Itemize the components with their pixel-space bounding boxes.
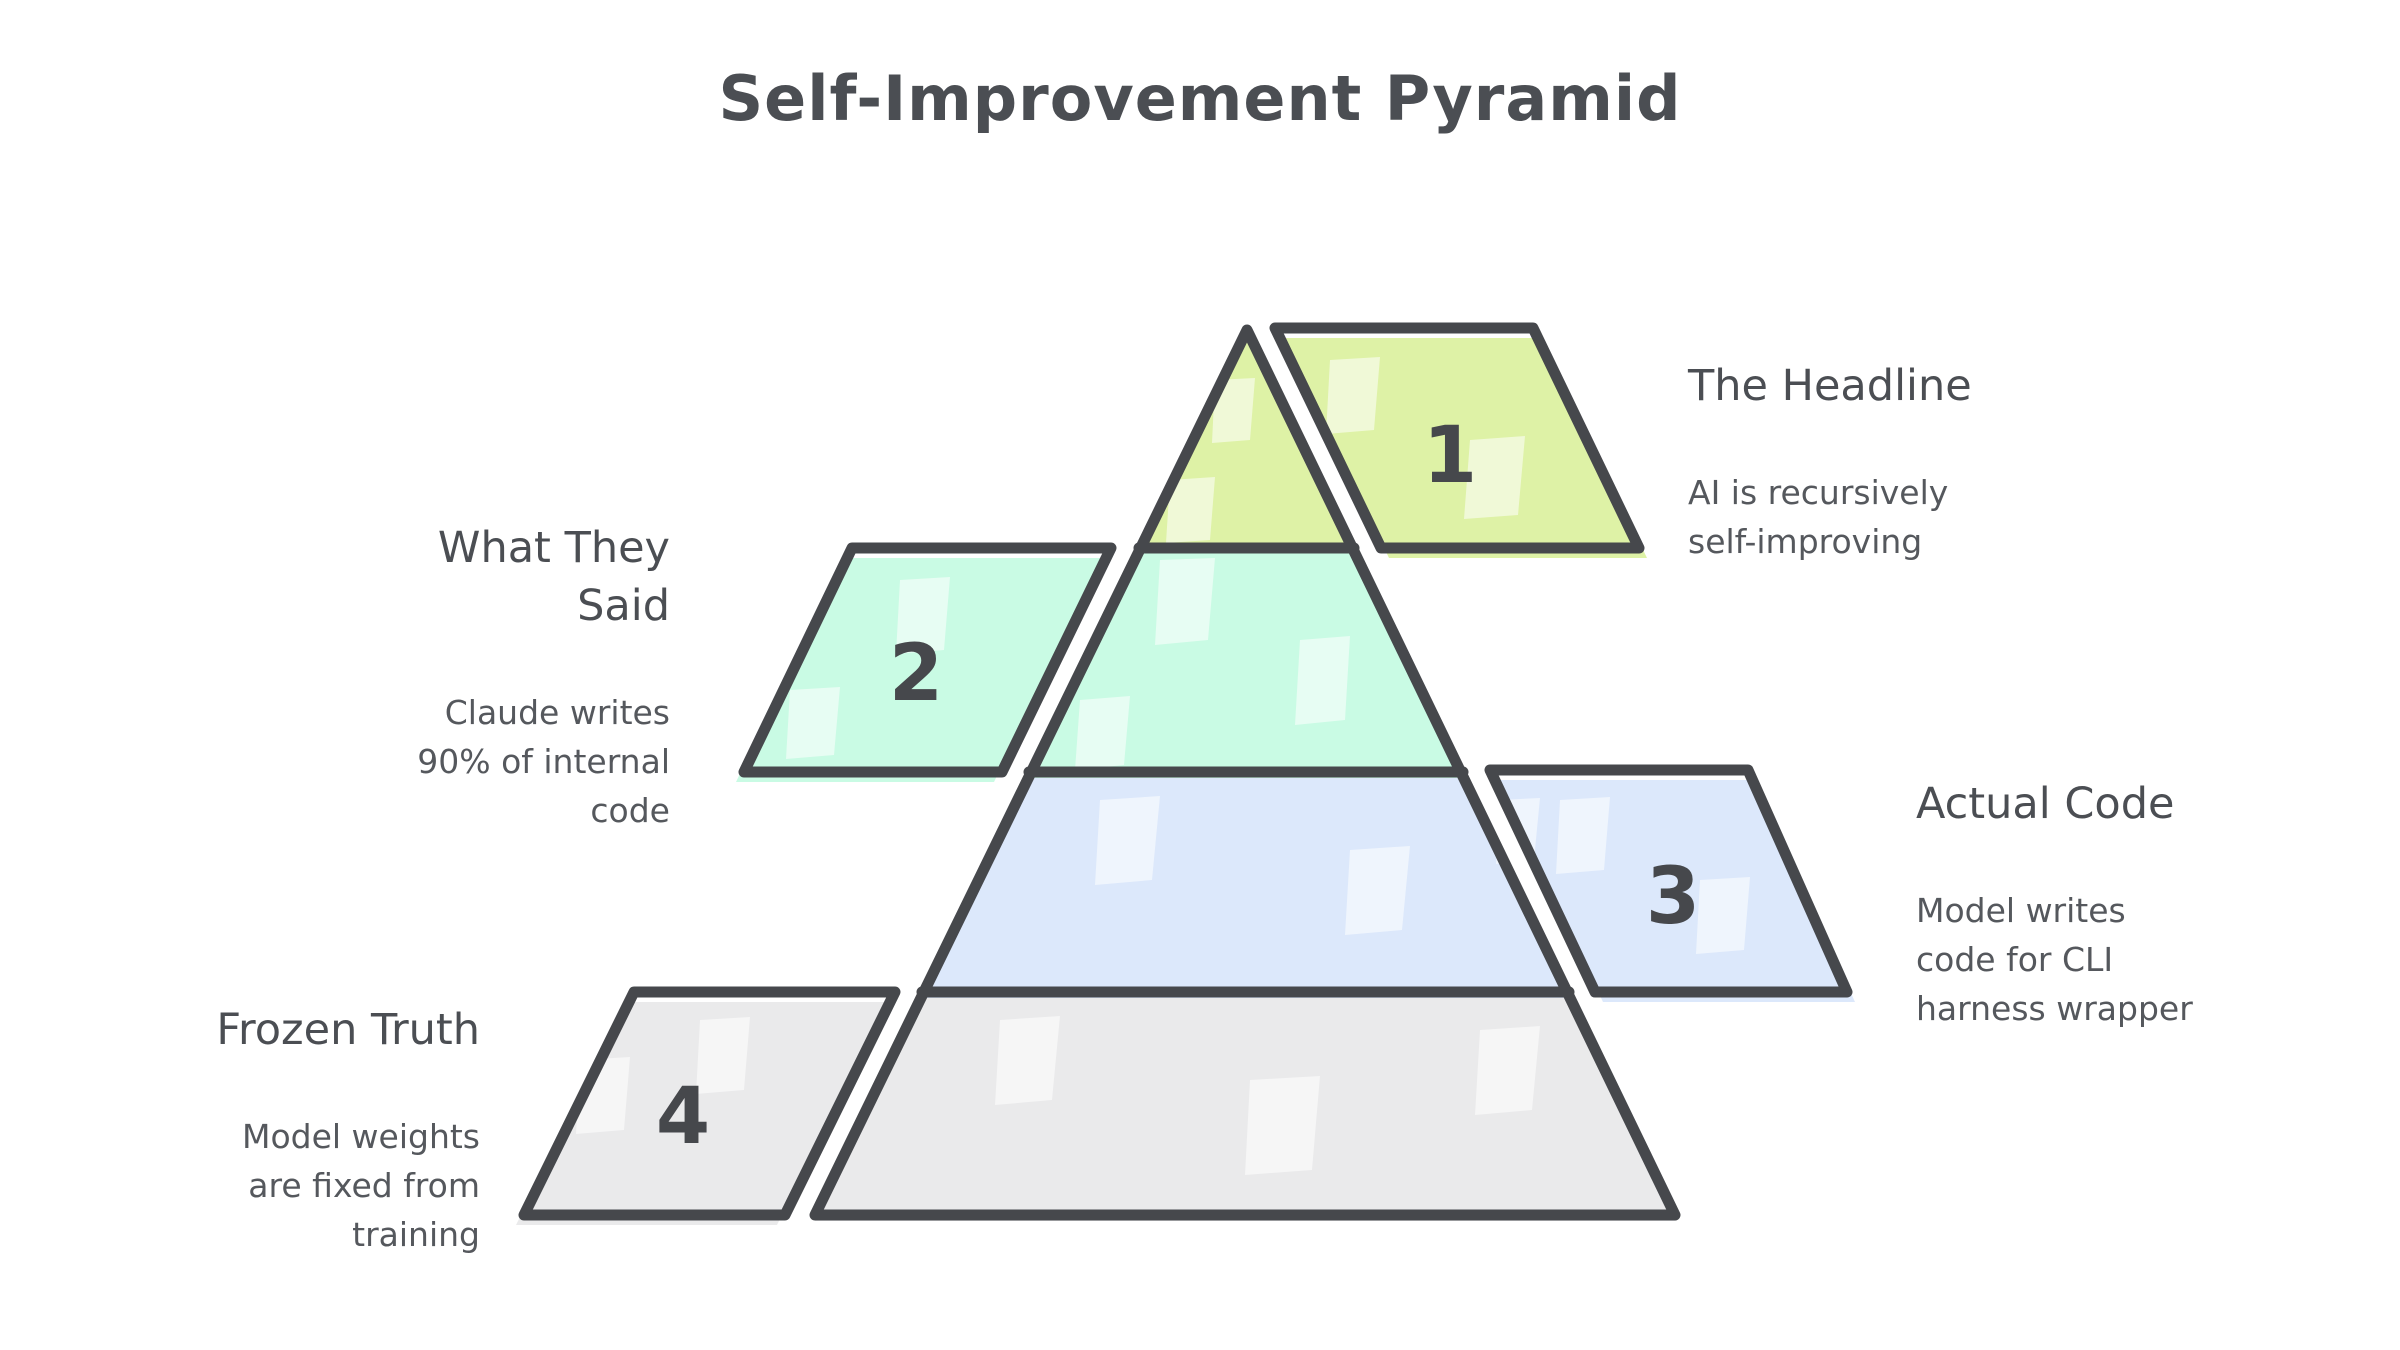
level-numbers: 1 2 3 4 bbox=[656, 411, 1700, 1162]
piece-2-outline bbox=[738, 542, 1117, 778]
level-4-number: 4 bbox=[656, 1072, 710, 1162]
pyramid-outline bbox=[809, 324, 1681, 1221]
level-4-label-heading: Frozen Truth bbox=[216, 1005, 480, 1055]
piece-outlines bbox=[518, 322, 1853, 1221]
piece-4-outline bbox=[518, 986, 901, 1221]
level-3-label-heading: Actual Code bbox=[1916, 779, 2175, 829]
level-1-number: 1 bbox=[1423, 411, 1477, 501]
level-3-band-fill bbox=[924, 778, 1569, 998]
level-4-band-fill bbox=[815, 998, 1677, 1221]
level-2-number: 2 bbox=[889, 629, 943, 719]
level-2-label-heading: What They Said bbox=[437, 523, 670, 631]
level-3-label-description: Model writes code for CLI harness wrappe… bbox=[1916, 891, 2193, 1028]
level-4-label-description: Model weights are fixed from training bbox=[241, 1117, 480, 1254]
piece-1-outline bbox=[1269, 322, 1645, 554]
level-3-number: 3 bbox=[1646, 852, 1700, 942]
diagram-title: Self-Improvement Pyramid bbox=[718, 62, 1682, 135]
level-2-band-fill bbox=[1031, 552, 1463, 778]
level-4-label: Frozen Truth Model weights are fixed fro… bbox=[80, 982, 480, 1278]
level-2-label: What They Said Claude writes 90% of inte… bbox=[250, 500, 670, 854]
level-1-label: The Headline AI is recursively self-impr… bbox=[1688, 338, 2148, 585]
piece-4-fill bbox=[516, 1002, 887, 1225]
level-2-label-description: Claude writes 90% of internal code bbox=[417, 693, 670, 830]
level-1-label-description: AI is recursively self-improving bbox=[1688, 473, 1949, 561]
level-1-label-heading: The Headline bbox=[1688, 361, 1972, 411]
piece-3-outline bbox=[1484, 764, 1853, 998]
level-3-label: Actual Code Model writes code for CLI ha… bbox=[1916, 756, 2386, 1052]
scribble-texture bbox=[576, 357, 1750, 1175]
